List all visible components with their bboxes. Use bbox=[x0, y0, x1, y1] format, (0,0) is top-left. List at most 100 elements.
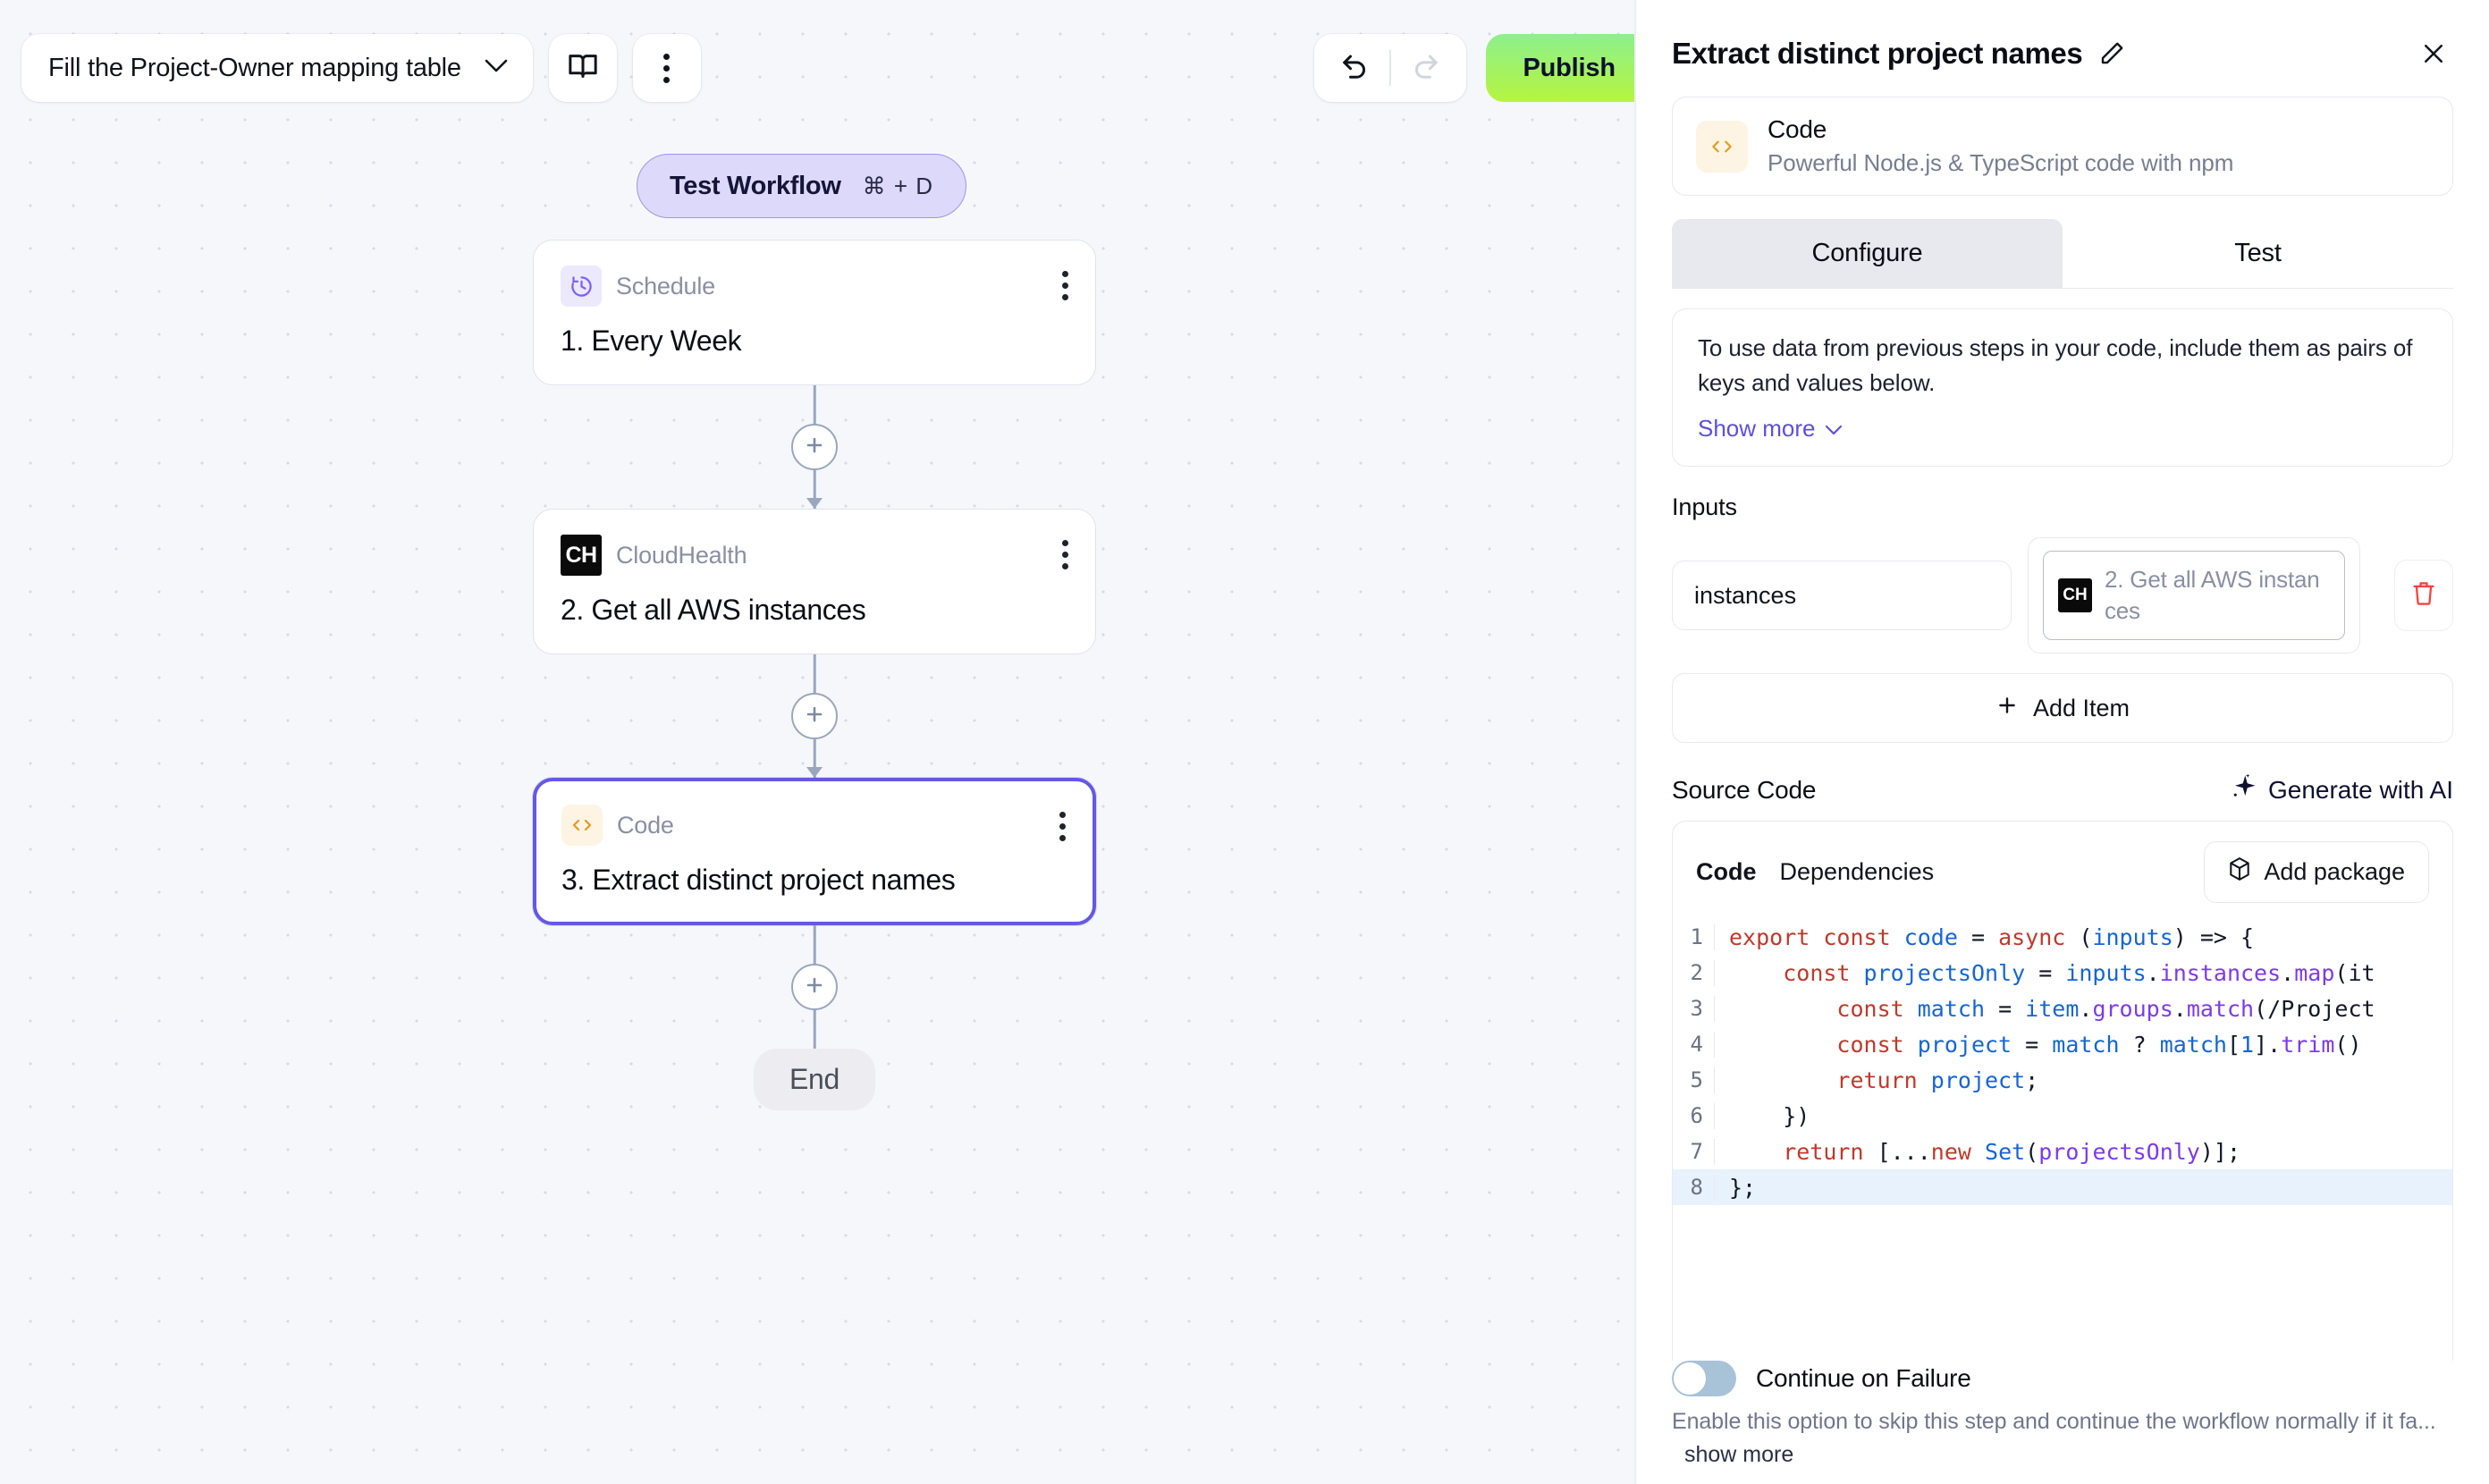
workflow-selector[interactable]: Fill the Project-Owner mapping table bbox=[21, 34, 533, 102]
docs-button[interactable] bbox=[548, 34, 617, 102]
delete-input-button[interactable] bbox=[2394, 560, 2453, 632]
input-key-field[interactable]: instances bbox=[1672, 561, 2012, 631]
node-header: Code bbox=[561, 805, 1067, 846]
trash-icon bbox=[2411, 580, 2436, 611]
cloudhealth-icon: CH bbox=[2058, 578, 2092, 613]
node-type-label: Code bbox=[617, 811, 674, 839]
note-show-more-link[interactable]: Show more bbox=[1698, 415, 1843, 443]
code-line[interactable]: 6 }) bbox=[1673, 1098, 2452, 1134]
workflow-canvas[interactable]: Fill the Project-Owner mapping table bbox=[0, 0, 1636, 1484]
code-line[interactable]: 8}; bbox=[1673, 1169, 2452, 1206]
step-info-description: Powerful Node.js & TypeScript code with … bbox=[1768, 149, 2234, 176]
redo-arrow-icon bbox=[1410, 53, 1440, 84]
code-line-text: }) bbox=[1714, 1102, 2452, 1129]
canvas-toolbar-left: Fill the Project-Owner mapping table bbox=[21, 34, 701, 102]
workflow-flow: Schedule 1. Every Week CH CloudHeal bbox=[533, 240, 1096, 1110]
line-number: 4 bbox=[1690, 1032, 1703, 1058]
test-workflow-shortcut: ⌘ + D bbox=[862, 172, 934, 199]
toggle-knob bbox=[1674, 1362, 1706, 1395]
code-line[interactable]: 2 const projectsOnly = inputs.instances.… bbox=[1673, 955, 2452, 991]
node-type-label: CloudHealth bbox=[616, 541, 747, 569]
test-workflow-label: Test Workflow bbox=[670, 171, 841, 200]
add-item-button[interactable]: Add Item bbox=[1672, 673, 2453, 744]
kebab-menu-icon bbox=[663, 53, 671, 83]
code-line[interactable]: 7 return [...new Set(projectsOnly)]; bbox=[1673, 1134, 2452, 1169]
clock-icon bbox=[561, 266, 602, 307]
end-node: End bbox=[753, 1049, 876, 1110]
code-line-text: const project = match ? match[1].trim() bbox=[1714, 1031, 2452, 1058]
continue-on-failure-row: Continue on Failure bbox=[1672, 1361, 2453, 1396]
plus-icon bbox=[804, 434, 825, 460]
pencil-icon[interactable] bbox=[2098, 40, 2125, 67]
canvas-toolbar-right: Publish bbox=[1314, 34, 1636, 102]
line-number: 2 bbox=[1690, 960, 1703, 986]
code-line-text: return project; bbox=[1714, 1067, 2452, 1093]
node-menu-button[interactable] bbox=[1062, 271, 1068, 300]
connector-2 bbox=[533, 654, 1096, 778]
connector-1 bbox=[533, 385, 1096, 509]
connector-arrow bbox=[806, 767, 823, 778]
step-info-card: Code Powerful Node.js & TypeScript code … bbox=[1672, 97, 2453, 196]
editor-tab-code[interactable]: Code bbox=[1696, 858, 1757, 886]
canvas-more-menu-button[interactable] bbox=[632, 34, 701, 102]
add-step-button[interactable] bbox=[791, 424, 838, 470]
chevron-down-icon bbox=[485, 59, 508, 78]
tab-configure[interactable]: Configure bbox=[1672, 219, 2063, 288]
code-line[interactable]: 4 const project = match ? match[1].trim(… bbox=[1673, 1026, 2452, 1062]
node-title: 1. Every Week bbox=[561, 325, 742, 357]
test-workflow-button[interactable]: Test Workflow ⌘ + D bbox=[637, 154, 967, 218]
node-title: 2. Get all AWS instances bbox=[561, 594, 866, 626]
node-title: 3. Extract distinct project names bbox=[561, 864, 956, 896]
step-details-panel: Extract distinct project names Code Powe… bbox=[1636, 0, 2489, 1484]
publish-button[interactable]: Publish bbox=[1485, 34, 1636, 102]
line-number: 7 bbox=[1690, 1139, 1703, 1165]
input-step-reference-label: 2. Get all AWS instances bbox=[2105, 566, 2320, 625]
flow-end: End bbox=[533, 1049, 1096, 1110]
tab-test[interactable]: Test bbox=[2234, 239, 2282, 267]
node-type-label: Schedule bbox=[616, 272, 715, 299]
node-menu-button[interactable] bbox=[1062, 540, 1068, 569]
undo-button[interactable] bbox=[1321, 34, 1389, 102]
editor-tab-dependencies[interactable]: Dependencies bbox=[1779, 858, 1935, 886]
input-step-reference[interactable]: CH 2. Get all AWS instances bbox=[2043, 551, 2345, 641]
close-icon[interactable] bbox=[2414, 34, 2453, 73]
workflow-node-schedule[interactable]: Schedule 1. Every Week bbox=[533, 240, 1096, 385]
add-package-label: Add package bbox=[2264, 858, 2405, 886]
workflow-name-label: Fill the Project-Owner mapping table bbox=[48, 53, 461, 82]
redo-button[interactable] bbox=[1391, 34, 1459, 102]
node-menu-button[interactable] bbox=[1059, 812, 1066, 841]
generate-with-ai-button[interactable]: Generate with AI bbox=[2231, 773, 2453, 806]
page-title: Extract distinct project names bbox=[1672, 37, 2083, 70]
continue-on-failure-label: Continue on Failure bbox=[1756, 1364, 1971, 1392]
plus-icon bbox=[804, 974, 825, 1000]
add-step-button[interactable] bbox=[791, 964, 838, 1010]
code-line-text: const projectsOnly = inputs.instances.ma… bbox=[1714, 959, 2452, 986]
note-text: To use data from previous steps in your … bbox=[1698, 334, 2413, 396]
node-header: Schedule bbox=[561, 266, 1068, 307]
sparkle-icon bbox=[2231, 773, 2257, 806]
add-package-button[interactable]: Add package bbox=[2204, 841, 2429, 904]
workflow-node-cloudhealth[interactable]: CH CloudHealth 2. Get all AWS instances bbox=[533, 509, 1096, 654]
code-line[interactable]: 3 const match = item.groups.match(/Proje… bbox=[1673, 991, 2452, 1026]
line-number: 6 bbox=[1690, 1103, 1703, 1129]
book-icon bbox=[567, 51, 599, 86]
input-value-field[interactable]: CH 2. Get all AWS instances bbox=[2028, 537, 2360, 654]
footer-show-more-link[interactable]: show more bbox=[1684, 1442, 1794, 1467]
code-line-text: export const code = async (inputs) => { bbox=[1714, 923, 2452, 950]
undo-redo-group bbox=[1314, 34, 1466, 102]
line-number: 5 bbox=[1690, 1067, 1703, 1093]
code-line[interactable]: 5 return project; bbox=[1673, 1062, 2452, 1098]
code-line-text: }; bbox=[1714, 1174, 2452, 1201]
code-line-text: return [...new Set(projectsOnly)]; bbox=[1714, 1138, 2452, 1165]
source-code-label: Source Code bbox=[1672, 775, 1817, 804]
chevron-down-icon bbox=[1825, 415, 1843, 443]
add-step-button[interactable] bbox=[791, 693, 838, 739]
continue-on-failure-toggle[interactable] bbox=[1672, 1361, 1736, 1396]
connector-arrow bbox=[806, 498, 823, 509]
inputs-label: Inputs bbox=[1672, 493, 1737, 520]
workflow-node-code[interactable]: Code 3. Extract distinct project names bbox=[533, 778, 1096, 925]
